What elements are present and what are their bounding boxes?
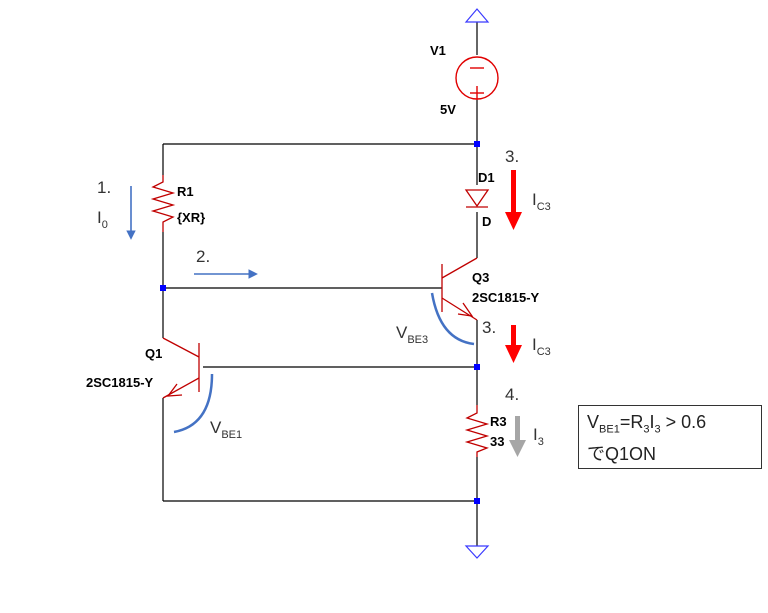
i3-label: I3 <box>533 425 544 448</box>
ic3-top-label: IC3 <box>532 190 551 213</box>
ic3-top-arrow-icon <box>505 170 522 230</box>
wires <box>162 22 478 546</box>
step3b-label: 3. <box>482 318 496 337</box>
step1-label: 1. <box>97 178 111 197</box>
r1-resistor-icon <box>150 175 176 232</box>
d1-value: D <box>482 214 491 229</box>
d1-name: D1 <box>478 170 495 185</box>
r3-resistor-icon <box>464 405 490 457</box>
r1-value: {XR} <box>177 210 205 225</box>
node-bottom-right <box>474 498 480 504</box>
d1-diode-icon <box>464 189 490 208</box>
step2-label: 2. <box>196 247 210 266</box>
q1-name: Q1 <box>145 346 162 361</box>
node-top-right <box>474 141 480 147</box>
v1-source-icon <box>455 56 499 100</box>
vbe1-arc-icon <box>173 373 214 434</box>
node-q3-emitter <box>474 364 480 370</box>
r3-name: R3 <box>490 414 507 429</box>
q3-model: 2SC1815-Y <box>472 290 540 305</box>
ground-flag-icon <box>464 545 490 559</box>
junction-nodes <box>160 141 480 504</box>
vbe1-label: VBE1 <box>210 418 242 441</box>
v1-name: V1 <box>430 43 446 58</box>
node-q3-base <box>160 285 166 291</box>
q3-name: Q3 <box>472 270 489 285</box>
q3-transistor-icon <box>441 257 478 321</box>
vbe3-arc-icon <box>430 292 475 346</box>
q1-model: 2SC1815-Y <box>86 375 154 390</box>
r1-name: R1 <box>177 184 194 199</box>
ic3-mid-label: IC3 <box>532 335 551 358</box>
step4-label: 4. <box>505 385 519 404</box>
i3-arrow-icon <box>509 416 526 457</box>
step3a-label: 3. <box>505 147 519 166</box>
vbe3-label: VBE3 <box>396 323 428 346</box>
callout-equation: VBE1=R3I3 > 0.6 <box>587 412 707 436</box>
r3-value: 33 <box>490 434 504 449</box>
q1-transistor-icon <box>162 337 200 399</box>
condition-callout-box: VBE1=R3I3 > 0.6 でQ1ON <box>578 405 762 469</box>
v1-value: 5V <box>440 102 456 117</box>
vcc-flag-icon <box>464 8 490 23</box>
i0-label: I0 <box>97 208 108 231</box>
callout-result: でQ1ON <box>587 443 657 464</box>
ic3-mid-arrow-icon <box>505 325 522 363</box>
